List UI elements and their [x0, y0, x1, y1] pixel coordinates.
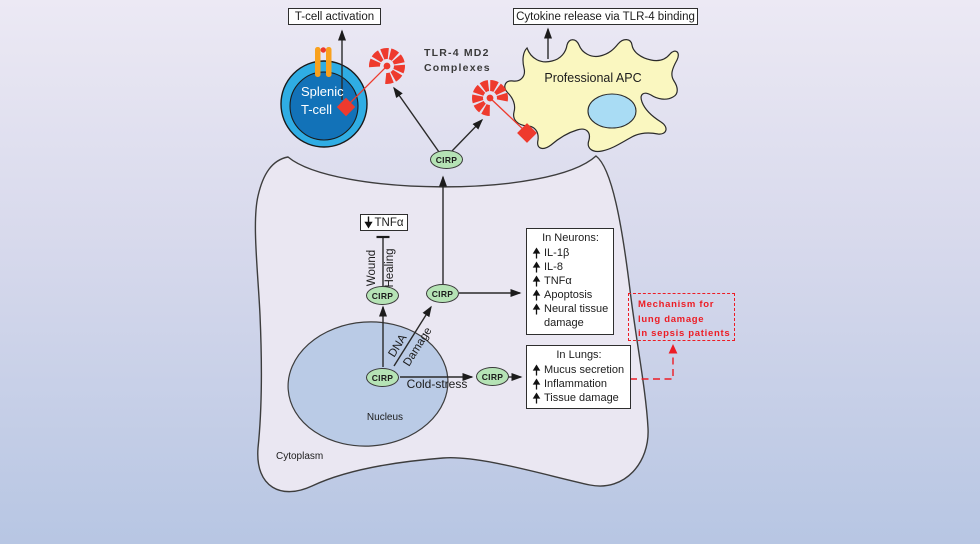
cell-nucleus [287, 321, 449, 447]
ligand-diamond-icon [336, 97, 356, 117]
lungs-box-title: In Lungs: [556, 349, 602, 361]
list-item: IL-8 [532, 260, 609, 274]
up-arrow-icon [532, 247, 541, 259]
receptor-ligand-dot-icon [320, 47, 326, 53]
cirp-cytoplasm-center: CIRP [426, 284, 459, 303]
professional-apc-label: Professional APC [544, 71, 642, 85]
down-arrow-icon [364, 216, 374, 229]
splenic-tcell-label: Splenic T-cell [301, 83, 344, 118]
list-item-label: Tissue damage [544, 392, 619, 404]
mechanism-box: Mechanism for lung damage in sepsis pati… [628, 293, 735, 341]
up-arrow-icon [532, 289, 541, 301]
cirp-cytoplasm-right: CIRP [476, 367, 509, 386]
list-item: Apoptosis [532, 288, 609, 302]
tlr4-md2-line2: Complexes [424, 62, 491, 74]
cirp-extracellular: CIRP [430, 150, 463, 169]
list-item: IL-1β [532, 246, 609, 260]
list-item: TNFα [532, 274, 609, 288]
arrow-cirp-to-tlr4-right [451, 118, 484, 152]
mechanism-line1: Mechanism for [638, 299, 715, 310]
apc-cell-body [504, 39, 679, 153]
cytokine-release-box: Cytokine release via TLR-4 binding [513, 8, 698, 25]
mechanism-line3: in sepsis patients [638, 328, 731, 339]
list-item-label: IL-1β [544, 247, 570, 259]
wound-label: Wound [366, 249, 378, 287]
cytokine-release-label: Cytokine release via TLR-4 binding [516, 10, 695, 23]
list-item-label: TNFα [544, 275, 572, 287]
tnfa-label: TNFα [374, 216, 404, 229]
dashed-connector [630, 352, 674, 380]
list-item: Tissue damage [532, 391, 626, 405]
tnfa-box: TNFα [360, 214, 408, 231]
list-item-label: Mucus secretion [544, 364, 625, 376]
neurons-box-title: In Neurons: [542, 232, 599, 244]
tcell-receptor-icon [326, 47, 332, 77]
list-item-label: IL-8 [544, 261, 563, 273]
list-item-label: Apoptosis [544, 289, 593, 301]
up-arrow-icon [532, 392, 541, 404]
healing-label: Healing [384, 248, 396, 288]
up-arrow-icon [532, 303, 541, 315]
list-item: Neural tissue damage [532, 302, 609, 330]
list-item: Mucus secretion [532, 363, 626, 377]
tcell-receptor-icon [315, 47, 321, 77]
up-arrow-icon [532, 364, 541, 376]
tlr4-md2-label: TLR-4 MD2 Complexes [424, 46, 491, 76]
lungs-box: In Lungs: Mucus secretion Inflammation T… [526, 345, 631, 409]
list-item-label: Inflammation [544, 378, 607, 390]
tcell-activation-box: T-cell activation [288, 8, 381, 25]
tlr4-md2-line1: TLR-4 MD2 [424, 47, 490, 59]
ligand-line [346, 65, 388, 107]
splenic-tcell-line2: T-cell [301, 101, 333, 117]
dashed-connector-arrowhead-icon [668, 344, 678, 354]
arrow-cirp-to-tlr4-left [393, 86, 440, 153]
neurons-box: In Neurons: IL-1β IL-8 TNFα Apoptosis Ne… [526, 228, 614, 335]
mechanism-line2: lung damage [638, 313, 705, 325]
apc-nucleus [587, 93, 637, 129]
nucleus-label: Nucleus [366, 412, 404, 423]
cirp-nucleus: CIRP [366, 368, 399, 387]
splenic-tcell-line1: Splenic [301, 84, 344, 99]
list-item: Inflammation [532, 377, 626, 391]
up-arrow-icon [532, 378, 541, 390]
cold-stress-label: Cold-stress [406, 377, 468, 391]
ligand-line [489, 97, 527, 133]
up-arrow-icon [532, 261, 541, 273]
cirp-cytoplasm-left: CIRP [366, 286, 399, 305]
cytoplasm-label: Cytoplasm [276, 451, 324, 462]
splenic-tcell-inner [289, 71, 359, 141]
tcell-activation-label: T-cell activation [294, 10, 375, 23]
list-item-label: Neural tissue damage [544, 303, 609, 329]
up-arrow-icon [532, 275, 541, 287]
arrow-dna-damage-path [393, 305, 432, 367]
